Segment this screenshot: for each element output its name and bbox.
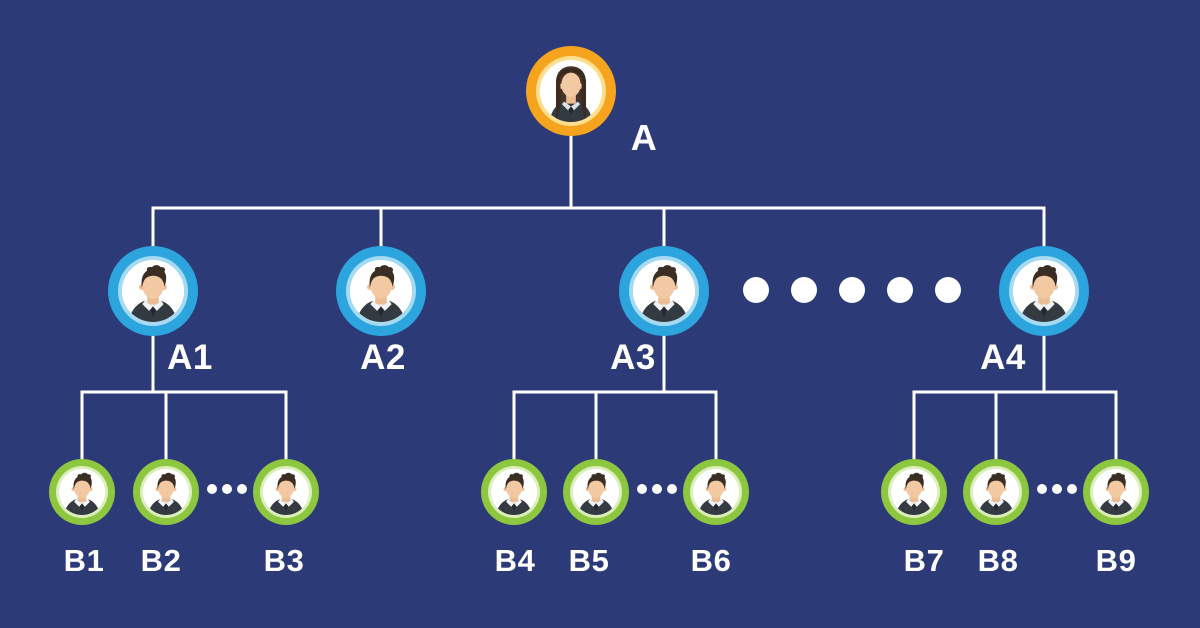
node-b7-avatar (891, 469, 937, 515)
node-a-avatar (540, 60, 602, 122)
node-a4-avatar (1013, 260, 1075, 322)
dot-icon (652, 484, 662, 494)
dot-icon (1052, 484, 1062, 494)
node-a-label: A (630, 117, 658, 158)
dot-icon (839, 277, 865, 303)
woman-avatar-icon (540, 60, 602, 122)
node-b8-avatar (973, 469, 1019, 515)
man-avatar-icon (263, 469, 309, 515)
dot-icon (791, 277, 817, 303)
node-b8-label: B8 (977, 543, 1019, 578)
man-avatar-icon (59, 469, 105, 515)
ellipsis-dots-group3 (1037, 484, 1077, 494)
man-avatar-icon (633, 260, 695, 322)
node-a1-label: A1 (167, 338, 213, 377)
ellipsis-dots-group2 (637, 484, 677, 494)
man-avatar-icon (891, 469, 937, 515)
dot-icon (935, 277, 961, 303)
dot-icon (237, 484, 247, 494)
node-b3-avatar (263, 469, 309, 515)
node-b6-avatar (693, 469, 739, 515)
ellipsis-dots-level-a (743, 277, 961, 303)
man-avatar-icon (1013, 260, 1075, 322)
dot-icon (887, 277, 913, 303)
man-avatar-icon (491, 469, 537, 515)
node-b2-label: B2 (140, 543, 182, 578)
man-avatar-icon (350, 260, 412, 322)
man-avatar-icon (143, 469, 189, 515)
node-a3-avatar (633, 260, 695, 322)
man-avatar-icon (973, 469, 1019, 515)
node-a2-avatar (350, 260, 412, 322)
node-b9-label: B9 (1095, 543, 1137, 578)
ellipsis-dots-group1 (207, 484, 247, 494)
node-b5-label: B5 (568, 543, 610, 578)
node-a2-label: A2 (360, 338, 406, 377)
node-b4-avatar (491, 469, 537, 515)
node-a1-avatar (122, 260, 184, 322)
node-b3-label: B3 (263, 543, 305, 578)
node-b1-label: B1 (63, 543, 105, 578)
node-b7-label: B7 (903, 543, 945, 578)
node-a3-label: A3 (610, 338, 656, 377)
dot-icon (1067, 484, 1077, 494)
node-b5-avatar (573, 469, 619, 515)
node-b6-label: B6 (690, 543, 732, 578)
dot-icon (743, 277, 769, 303)
node-a4-label: A4 (980, 338, 1026, 377)
man-avatar-icon (1093, 469, 1139, 515)
node-b9-avatar (1093, 469, 1139, 515)
node-b1-avatar (59, 469, 105, 515)
dot-icon (1037, 484, 1047, 494)
dot-icon (222, 484, 232, 494)
node-b2-avatar (143, 469, 189, 515)
man-avatar-icon (693, 469, 739, 515)
man-avatar-icon (122, 260, 184, 322)
dot-icon (207, 484, 217, 494)
dot-icon (667, 484, 677, 494)
node-b4-label: B4 (494, 543, 536, 578)
dot-icon (637, 484, 647, 494)
man-avatar-icon (573, 469, 619, 515)
